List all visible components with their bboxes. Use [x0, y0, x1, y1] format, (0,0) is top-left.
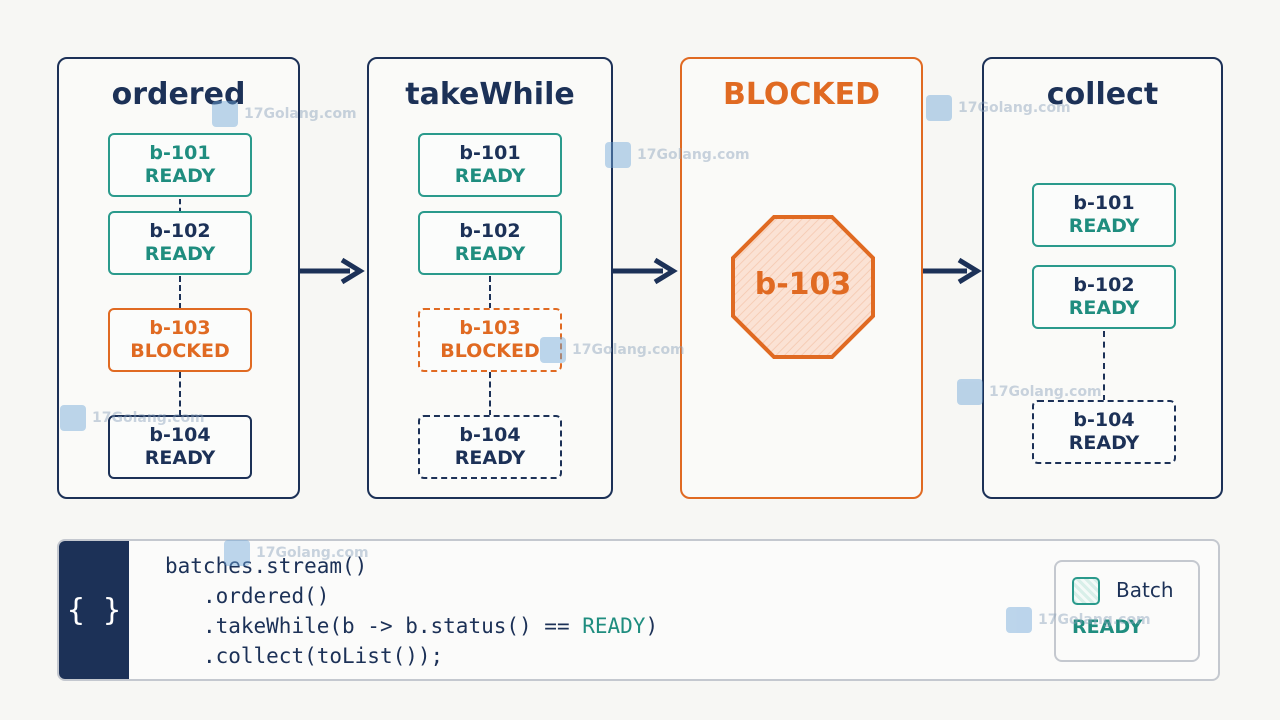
panel-title-take-while: takeWhile: [405, 77, 575, 112]
code-braces-icon: { }: [59, 541, 129, 679]
batch-card: b-102 READY: [418, 211, 562, 275]
batch-id: b-102: [459, 220, 521, 242]
batch-id: b-101: [459, 142, 521, 164]
batch-id: b-102: [1073, 274, 1135, 296]
watermark-logo-icon: [926, 95, 952, 121]
batch-status: READY: [144, 165, 216, 187]
panel-take-while: takeWhile b-101 READY b-102 READY b-103 …: [367, 57, 613, 499]
connector-line: [1103, 331, 1105, 401]
batch-card: b-104 READY: [1032, 400, 1176, 464]
batch-status: BLOCKED: [440, 340, 540, 362]
batch-id: b-104: [1073, 409, 1135, 431]
code-snippet: { } batches.stream() .ordered() .takeWhi…: [57, 539, 1220, 681]
batch-card-blocked: b-103 BLOCKED: [418, 308, 562, 372]
batch-card: b-102 READY: [108, 211, 252, 275]
legend-label: Batch: [1116, 578, 1174, 602]
code-line-3: .takeWhile(b -> b.status() == READY): [202, 614, 659, 638]
batch-status: READY: [144, 243, 216, 265]
batch-card-skipped: b-104 READY: [418, 415, 562, 479]
legend-status: READY: [1072, 616, 1143, 638]
connector-line: [179, 199, 181, 213]
panel-ordered: ordered b-101 READY b-102 READY b-103 BL…: [57, 57, 300, 499]
batch-status: READY: [144, 447, 216, 469]
batch-status: READY: [454, 447, 526, 469]
connector-line: [179, 276, 181, 309]
legend-swatch: [1072, 577, 1100, 605]
batch-status: READY: [1068, 432, 1140, 454]
code-text: batches.stream() .ordered() .takeWhile(b…: [165, 551, 658, 671]
panel-blocked: BLOCKED b-103: [680, 57, 923, 499]
stop-sign-icon: [731, 215, 875, 359]
batch-card: b-101 READY: [418, 133, 562, 197]
stop-sign-label: b-103: [754, 267, 852, 302]
batch-id: b-101: [1073, 192, 1135, 214]
batch-status: READY: [1068, 297, 1140, 319]
batch-card: b-101 READY: [108, 133, 252, 197]
watermark-logo-icon: [957, 379, 983, 405]
batch-status: READY: [454, 165, 526, 187]
batch-status: READY: [1068, 215, 1140, 237]
batch-id: b-104: [459, 424, 521, 446]
batch-status: READY: [454, 243, 526, 265]
legend: Batch READY: [1054, 560, 1200, 662]
panel-title-blocked: BLOCKED: [722, 77, 881, 112]
flow-arrow: [613, 257, 678, 285]
batch-id: b-102: [149, 220, 211, 242]
panel-title-ordered: ordered: [111, 77, 246, 112]
batch-card: b-101 READY: [1032, 183, 1176, 247]
flow-arrow: [300, 257, 365, 285]
flow-arrow: [923, 257, 982, 285]
batch-id: b-103: [149, 317, 211, 339]
batch-id: b-101: [149, 142, 211, 164]
connector-line: [489, 372, 491, 416]
code-line-4: .collect(toList());: [202, 644, 444, 668]
panel-title-collect: collect: [1046, 77, 1159, 112]
batch-card: b-104 READY: [108, 415, 252, 479]
batch-id: b-104: [149, 424, 211, 446]
code-line-1: batches.stream(): [165, 554, 368, 578]
connector-line: [179, 372, 181, 416]
batch-status: BLOCKED: [130, 340, 230, 362]
batch-card-blocked: b-103 BLOCKED: [108, 308, 252, 372]
batch-card: b-102 READY: [1032, 265, 1176, 329]
batch-id: b-103: [459, 317, 521, 339]
panel-collect: collect b-101 READY b-102 READY b-104 RE…: [982, 57, 1223, 499]
code-line-2: .ordered(): [202, 584, 330, 608]
connector-line: [489, 276, 491, 309]
